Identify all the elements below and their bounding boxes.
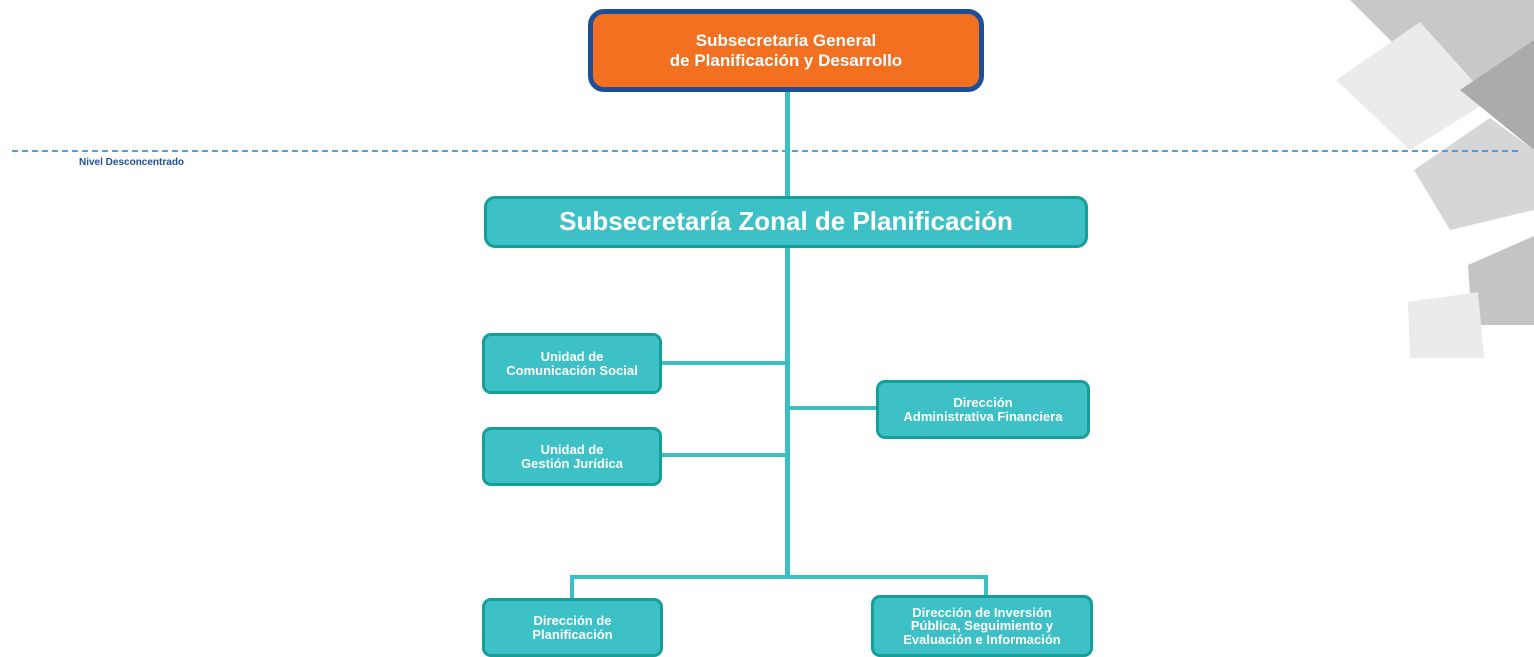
node-unidad-comunicacion: Unidad de Comunicación Social [482, 333, 662, 394]
level-divider [12, 150, 1518, 152]
level-label: Nivel Desconcentrado [79, 157, 185, 168]
node-label: Unidad de Gestión Jurídica [521, 441, 623, 471]
node-unidad-juridica: Unidad de Gestión Jurídica [482, 427, 662, 486]
node-subsecretaria-zonal: Subsecretaría Zonal de Planificación [484, 196, 1088, 248]
connector-inversion [984, 575, 988, 599]
node-subsecretaria-general: Subsecretaría General de Planificación y… [588, 9, 984, 92]
deco-shape [1414, 118, 1534, 230]
deco-shape [1336, 22, 1490, 150]
connector-juridica [660, 453, 787, 457]
node-label: Unidad de Comunicación Social [506, 348, 638, 378]
decorative-shapes [1336, 0, 1534, 358]
node-direccion-planificacion: Dirección de Planificación [482, 598, 663, 657]
node-label: Subsecretaría General de Planificación y… [669, 31, 903, 70]
connector-main-vertical [785, 88, 790, 578]
node-label: Dirección Administrativa Financiera [903, 394, 1063, 424]
node-direccion-inversion: Dirección de Inversión Pública, Seguimie… [871, 595, 1093, 657]
deco-shape [1468, 236, 1534, 325]
node-label: Dirección de Inversión Pública, Seguimie… [903, 604, 1061, 647]
connector-planificacion [570, 575, 574, 603]
node-label: Subsecretaría Zonal de Planificación [559, 206, 1013, 237]
connector-administrativa [788, 406, 880, 410]
connector-bottom-horizontal [570, 575, 988, 579]
deco-shape [1460, 40, 1534, 150]
connector-comunicacion [660, 361, 787, 365]
node-direccion-administrativa: Dirección Administrativa Financiera [876, 380, 1090, 439]
node-label: Dirección de Planificación [532, 612, 613, 642]
deco-shape [1408, 292, 1484, 358]
